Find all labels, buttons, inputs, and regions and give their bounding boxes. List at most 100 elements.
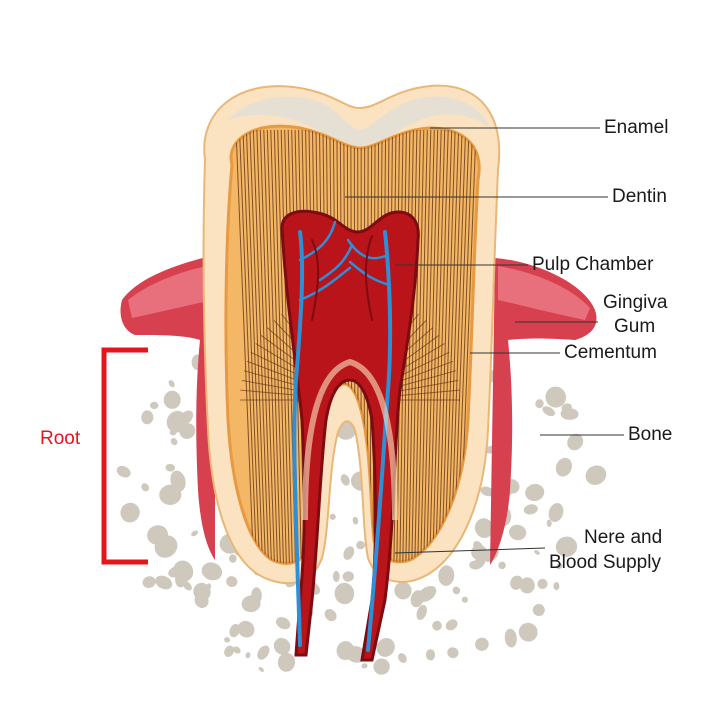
bone-particle [461, 596, 468, 603]
root-bracket [101, 347, 148, 565]
bone-particle [168, 380, 175, 388]
bone-particle [475, 637, 489, 651]
label-root: Root [40, 428, 81, 449]
bone-particle [555, 457, 572, 477]
bone-particle [340, 474, 350, 486]
bone-particle [445, 619, 458, 631]
gingiva-left [120, 255, 215, 560]
bone-particle [532, 603, 545, 617]
bone-particle [324, 609, 337, 622]
bone-particle [356, 540, 365, 550]
bone-particle [471, 544, 488, 561]
bone-particle [273, 637, 291, 655]
dentin-tubule [273, 129, 288, 564]
dentin-tubule [252, 129, 270, 564]
bone-particle [548, 502, 564, 523]
dentin-tubule [431, 129, 446, 564]
dentin-tubule [245, 129, 264, 564]
bone-particle [342, 571, 354, 582]
pulp-chamber [280, 209, 420, 662]
bone-particle [334, 582, 355, 605]
bone-particle [193, 582, 211, 601]
bone-particle [182, 580, 192, 591]
label-nerve-line1: Nere and [584, 527, 663, 548]
bone-particle [537, 578, 548, 590]
bone-particle [257, 645, 270, 660]
bone-particle [546, 519, 552, 527]
bone-particle [469, 560, 478, 570]
dentin-tubule [242, 129, 261, 564]
bone-particle [241, 595, 261, 613]
bone-particle [523, 504, 538, 515]
bone-particle [120, 502, 140, 523]
dentin-tubule [413, 129, 425, 564]
bone-particle [474, 518, 494, 538]
bone-particle [168, 565, 185, 578]
dentin-tubule [416, 129, 428, 564]
bone-particle [229, 623, 240, 638]
dentin-tubule [443, 129, 460, 564]
dentin-tubule [266, 129, 282, 564]
label-bone: Bone [628, 424, 673, 445]
bone-particle [237, 620, 255, 638]
bone-particle [425, 649, 436, 661]
bone-particle [416, 604, 427, 621]
bone-particle [519, 577, 535, 594]
label-pulp-chamber: Pulp Chamber [532, 254, 654, 275]
label-gum: Gum [614, 316, 656, 337]
bone-particle [376, 637, 395, 657]
gingiva-left-highlight [128, 265, 212, 318]
bone-particle [480, 486, 494, 497]
bone-particle [166, 410, 188, 433]
bone-particle [518, 622, 538, 642]
bone-particle [169, 428, 177, 436]
bone-particle [150, 401, 159, 410]
cementum-highlight [302, 358, 398, 521]
label-gingiva: Gingiva [603, 292, 668, 313]
dentin-tubule [263, 129, 279, 564]
bone-particle [567, 433, 584, 451]
bone-particle [275, 617, 291, 630]
bone-particle [585, 465, 607, 485]
dentin-tubule [428, 129, 442, 564]
gingiva-right-highlight [498, 266, 590, 320]
bone-particle [332, 570, 340, 583]
bone-particle [553, 582, 560, 591]
dentin-tubule [422, 129, 435, 564]
bone-particle [417, 585, 437, 603]
blood-vessels [292, 220, 393, 652]
bone-particle [542, 406, 556, 417]
bone-particle [116, 465, 131, 478]
bone-particle [525, 483, 545, 502]
bone-particle [224, 637, 231, 643]
bone-particle [258, 667, 264, 672]
bone-particle [154, 535, 178, 558]
bone-particle [452, 586, 461, 595]
bone-particle [555, 536, 578, 557]
leader-lines [345, 127, 624, 554]
bone-particle [438, 565, 455, 586]
bone-particle [155, 575, 173, 590]
bone-particle [508, 524, 527, 541]
dentin-tubule [256, 129, 273, 564]
bone-particle [560, 408, 579, 420]
dentin-tubule [280, 129, 294, 564]
enamel-crown-top [228, 96, 490, 146]
bone-particle [277, 652, 296, 672]
dentin-tubule [410, 129, 421, 564]
bone-particle [142, 576, 156, 588]
bone-particle [447, 647, 459, 659]
bone-particle [165, 463, 176, 472]
bone-particle [329, 513, 336, 520]
bone-particle [163, 390, 181, 409]
dentin-tubule [425, 129, 439, 564]
dentin-tubule [407, 129, 418, 564]
bone-particle [556, 563, 563, 570]
bone-particle [373, 658, 390, 675]
bone-particle [554, 392, 565, 400]
bone-particle [226, 576, 238, 588]
bone-particle [535, 399, 544, 409]
label-cementum: Cementum [564, 342, 657, 363]
